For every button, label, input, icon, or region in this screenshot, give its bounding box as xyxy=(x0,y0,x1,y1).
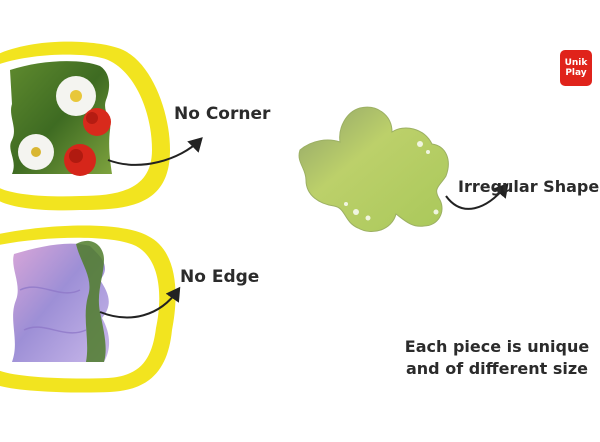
irregular-green-piece xyxy=(298,106,509,232)
uniqueness-caption: Each piece is unique and of different si… xyxy=(392,336,600,380)
caption-line-2: and of different size xyxy=(405,359,588,378)
irregular-shape-label: Irregular Shape xyxy=(458,177,600,196)
rose-flower xyxy=(64,108,111,176)
logo-line-1: Unik xyxy=(564,58,588,68)
lilac-puzzle-piece xyxy=(12,243,110,362)
brand-logo: Unik Play xyxy=(560,50,592,86)
caption-line-1: Each piece is unique xyxy=(404,337,590,356)
logo-line-2: Play xyxy=(565,68,587,78)
daisy-flower xyxy=(18,76,96,170)
no-corner-label: No Corner xyxy=(174,104,271,124)
no-edge-blob xyxy=(0,225,181,393)
no-corner-blob xyxy=(0,41,203,211)
no-edge-label: No Edge xyxy=(180,267,260,287)
